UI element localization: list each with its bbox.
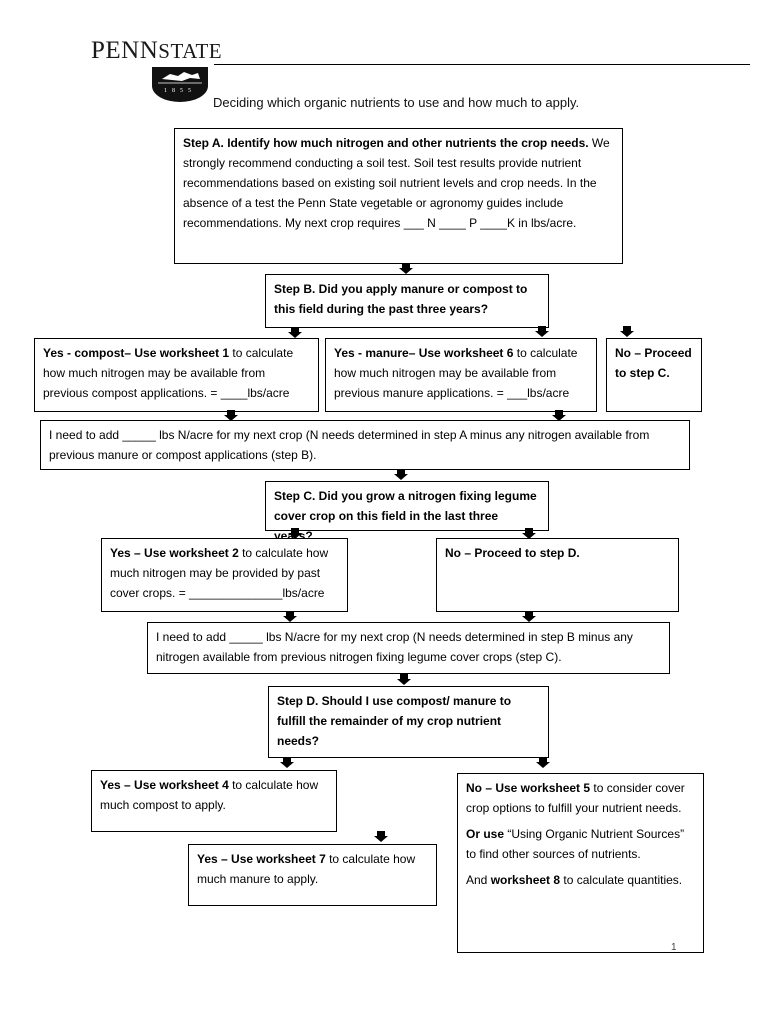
arrow-down-icon: [397, 674, 411, 685]
page-subtitle: Deciding which organic nutrients to use …: [213, 95, 580, 110]
d-no-p1-bold: No – Use worksheet 5: [466, 781, 591, 795]
d-no-para-3: And worksheet 8 to calculate quantities.: [466, 870, 695, 890]
d-manure-text: to calculate how much manure to apply.: [197, 852, 416, 886]
header-rule: [214, 64, 750, 65]
arrow-down-icon: [394, 469, 408, 480]
need-after-b-box: I need to add _____ lbs N/acre for my ne…: [40, 420, 690, 470]
arrow-down-icon: [374, 831, 388, 842]
need-after-b-text: I need to add _____ lbs N/acre for my ne…: [49, 428, 650, 462]
d-no-box: No – Use worksheet 5 to consider cover c…: [457, 773, 704, 953]
d-compost-text: to calculate how much compost to apply.: [100, 778, 319, 812]
step-a-text: Step A. Identify how much nitrogen and o…: [183, 133, 614, 233]
need-after-c-box: I need to add _____ lbs N/acre for my ne…: [147, 622, 670, 674]
d-no-p3-bold: worksheet 8: [490, 873, 561, 887]
arrow-down-icon: [536, 757, 550, 768]
d-manure-bold: Yes – Use worksheet 7: [197, 852, 326, 866]
step-d-box: Step D. Should I use compost/ manure to …: [268, 686, 549, 758]
d-no-p2-bold: Or use: [466, 827, 505, 841]
crest-year: 1855: [164, 88, 196, 94]
b-manure-text: to calculate how much nitrogen may be av…: [334, 346, 578, 400]
step-c-title: Step C. Did you grow a nitrogen fixing l…: [274, 489, 537, 543]
step-b-title: Step B. Did you apply manure or compost …: [274, 282, 528, 316]
b-compost-box: Yes - compost– Use worksheet 1 to calcul…: [34, 338, 319, 412]
logo-word-state: STATE: [158, 39, 223, 63]
d-compost-bold: Yes – Use worksheet 4: [100, 778, 229, 792]
arrow-down-icon: [399, 263, 413, 274]
penn-state-logo-text: PENNSTATE: [91, 38, 222, 63]
logo-word-penn: PENN: [91, 37, 159, 64]
d-no-p2-text: “Using Organic Nutrient Sources” to find…: [466, 827, 685, 861]
d-no-p3-text-b: to calculate quantities.: [560, 873, 683, 887]
arrow-down-icon: [288, 528, 302, 539]
b-compost-bold: Yes - compost– Use worksheet 1: [43, 346, 230, 360]
b-compost-text: to calculate how much nitrogen may be av…: [43, 346, 294, 400]
d-no-p3-text-a: And: [466, 873, 491, 887]
arrow-down-icon: [280, 757, 294, 768]
arrow-down-icon: [283, 611, 297, 622]
step-b-box: Step B. Did you apply manure or compost …: [265, 274, 549, 328]
arrow-down-icon: [522, 528, 536, 539]
c-yes-bold: Yes – Use worksheet 2: [110, 546, 239, 560]
d-no-p1-text: to consider cover crop options to fulfil…: [466, 781, 685, 815]
step-d-title: Step D. Should I use compost/ manure to …: [277, 694, 512, 748]
d-no-para-2: Or use “Using Organic Nutrient Sources” …: [466, 824, 695, 864]
c-yes-text: to calculate how much nitrogen may be pr…: [110, 546, 329, 600]
step-a-title: Step A. Identify how much nitrogen and o…: [183, 136, 589, 150]
d-compost-box: Yes – Use worksheet 4 to calculate how m…: [91, 770, 337, 832]
b-manure-bold: Yes - manure– Use worksheet 6: [334, 346, 514, 360]
penn-state-shield-logo: 1855: [152, 67, 208, 102]
d-manure-box: Yes – Use worksheet 7 to calculate how m…: [188, 844, 437, 906]
c-no-box: No – Proceed to step D.: [436, 538, 679, 612]
b-no-box: No – Proceed to step C.: [606, 338, 702, 412]
arrow-down-icon: [552, 410, 566, 421]
step-a-box: Step A. Identify how much nitrogen and o…: [174, 128, 623, 264]
step-c-box: Step C. Did you grow a nitrogen fixing l…: [265, 481, 549, 543]
b-manure-box: Yes - manure– Use worksheet 6 to calcula…: [325, 338, 597, 412]
arrow-down-icon: [224, 410, 238, 421]
arrow-down-icon: [620, 326, 634, 337]
arrow-down-icon: [288, 327, 302, 338]
arrow-down-icon: [535, 326, 549, 337]
arrow-down-icon: [522, 611, 536, 622]
d-no-para-1: No – Use worksheet 5 to consider cover c…: [466, 778, 695, 818]
page-number: 1: [671, 942, 677, 953]
step-a-body: We strongly recommend conducting a soil …: [183, 136, 610, 230]
b-no-bold: No – Proceed to step C.: [615, 346, 692, 380]
need-after-c-text: I need to add _____ lbs N/acre for my ne…: [156, 630, 633, 664]
c-yes-box: Yes – Use worksheet 2 to calculate how m…: [101, 538, 348, 612]
c-no-bold: No – Proceed to step D.: [445, 546, 580, 560]
nittany-lion-icon: [158, 72, 202, 84]
